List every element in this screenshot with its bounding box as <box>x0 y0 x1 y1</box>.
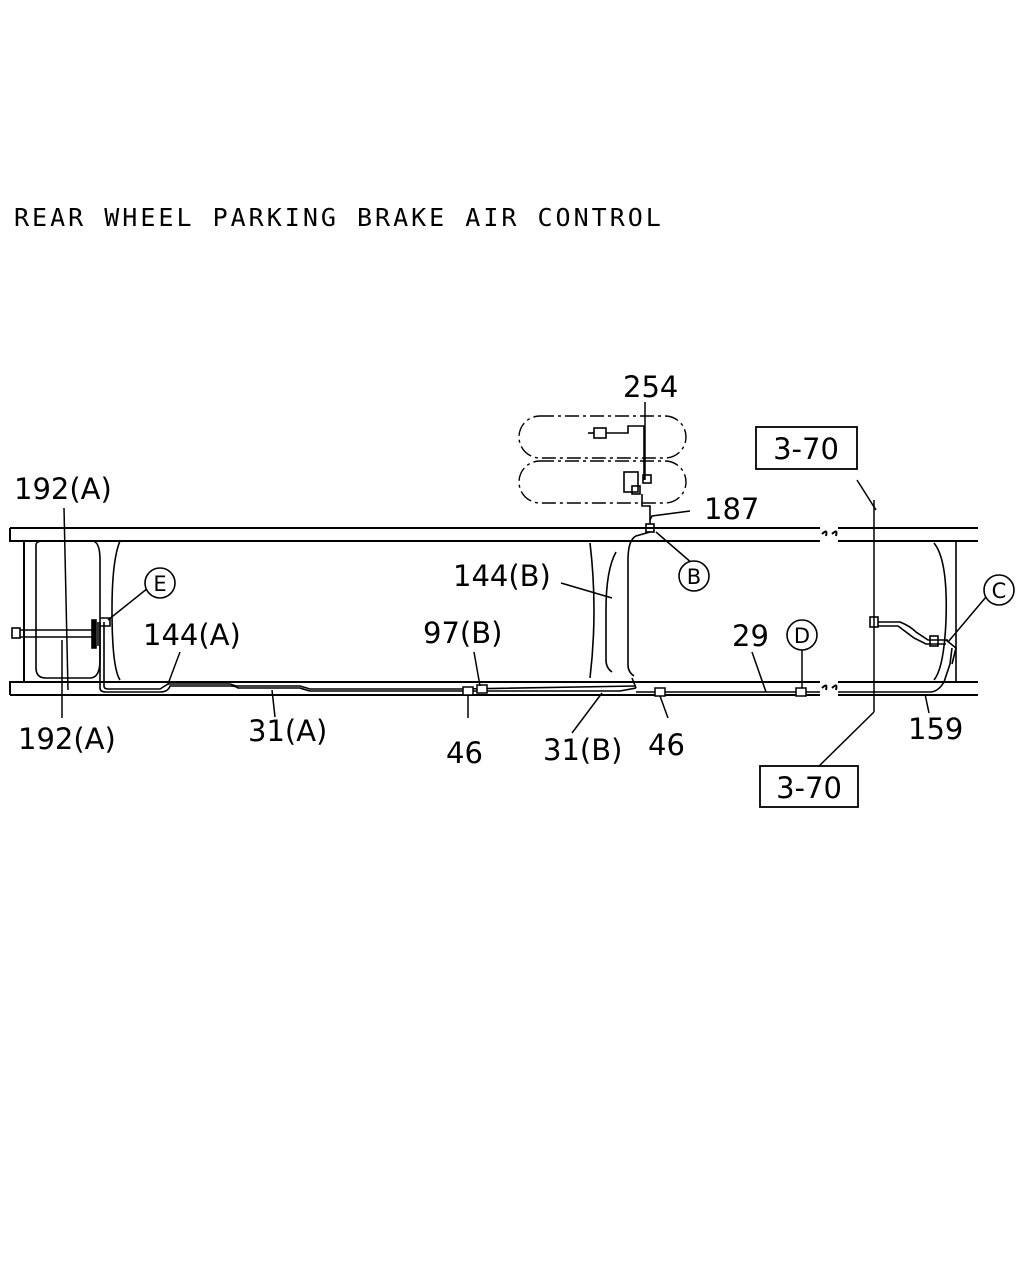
label-144a: 144(A) <box>143 618 241 652</box>
fitting-97b <box>476 684 488 694</box>
valve-assembly <box>588 425 655 533</box>
label-187: 187 <box>704 492 759 526</box>
label-192a-bottom: 192(A) <box>18 722 116 756</box>
diagram-title: REAR WHEEL PARKING BRAKE AIR CONTROL <box>14 203 664 232</box>
label-31b: 31(B) <box>543 733 622 767</box>
label-192a-top: 192(A) <box>14 472 112 506</box>
callout-e: E <box>144 567 176 599</box>
callout-c-letter: C <box>992 579 1007 603</box>
page-ref-top[interactable]: 3-70 <box>755 426 858 470</box>
page-ref-top-label: 3-70 <box>773 432 839 466</box>
callout-c: C <box>983 574 1015 606</box>
label-29: 29 <box>732 619 769 653</box>
label-31a: 31(A) <box>248 714 327 748</box>
label-159: 159 <box>908 712 963 746</box>
left-connector <box>11 617 111 649</box>
label-97b: 97(B) <box>423 616 502 650</box>
air-tanks <box>518 415 687 504</box>
callout-e-letter: E <box>153 572 166 596</box>
page-ref-bottom-label: 3-70 <box>776 771 842 805</box>
air-lines <box>99 531 957 693</box>
label-46-right: 46 <box>648 728 685 762</box>
callout-b: B <box>678 560 710 592</box>
fitting-46-left <box>462 686 474 696</box>
frame-rails <box>9 527 978 696</box>
label-46-left: 46 <box>446 736 483 770</box>
callout-d: D <box>786 619 818 651</box>
leader-lines <box>61 402 987 771</box>
callout-d-letter: D <box>794 624 810 648</box>
fitting-46-right <box>654 687 666 697</box>
label-254: 254 <box>623 370 678 404</box>
callout-b-letter: B <box>687 565 701 589</box>
label-144b: 144(B) <box>453 559 551 593</box>
page-ref-bottom[interactable]: 3-70 <box>759 765 859 808</box>
fitting-d <box>795 687 807 697</box>
